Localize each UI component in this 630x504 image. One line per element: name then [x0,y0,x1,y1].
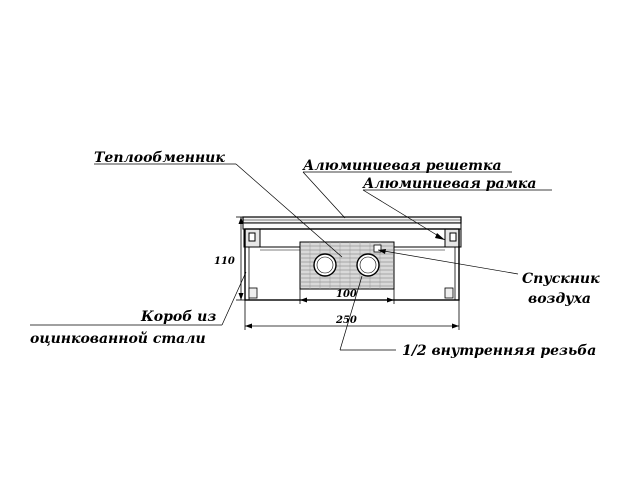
label-box-line1: Короб из [140,309,216,325]
inner-width-dimension: 100 [336,289,357,300]
height-dimension: 110 [214,256,235,267]
label-aluminum-frame: Алюминиевая рамка [362,176,536,192]
label-aluminum-grille: Алюминиевая решетка [302,158,502,174]
aluminum-grille [242,216,462,224]
aluminum-frame [242,222,462,248]
leader-arrow-frame [435,233,445,240]
dimension-lines [236,216,460,330]
label-thread: 1/2 внутренняя резьба [402,343,596,359]
label-air-vent-line2: воздуха [528,291,591,307]
label-air-vent-line1: Спускник [522,271,600,287]
leader-lines [30,163,552,351]
air-vent-valve [373,244,382,253]
leader-arrow-vent [378,249,386,254]
label-heat-exchanger: Теплообменник [94,150,225,166]
label-box-line2: оцинкованной стали [30,330,206,347]
total-width-dimension: 250 [335,315,357,326]
heat-exchanger [299,241,395,290]
